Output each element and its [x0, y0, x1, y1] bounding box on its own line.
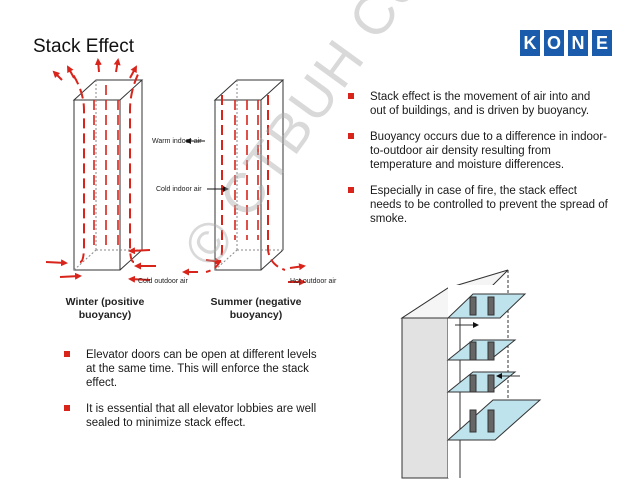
slide-title: Stack Effect: [33, 36, 135, 57]
winter-caption: Winter (positive buoyancy): [65, 296, 145, 321]
logo-letter-k: K: [520, 30, 540, 56]
cold-indoor-label: Cold indoor air: [156, 186, 202, 193]
logo-letter-e: E: [592, 30, 612, 56]
winter-building: [72, 79, 144, 271]
bullet-text: Buoyancy occurs due to a difference in i…: [370, 131, 607, 171]
summer-caption: Summer (negative buoyancy): [210, 296, 302, 321]
winter-airflow: [45, 58, 156, 283]
bullet-text: Elevator doors can be open at different …: [86, 349, 317, 389]
bullet-square-icon: [64, 351, 70, 357]
bullet-text: It is essential that all elevator lobbie…: [86, 403, 317, 429]
summer-airflow: [182, 95, 306, 286]
bullet-square-icon: [64, 405, 70, 411]
bullet-square-icon: [348, 93, 354, 99]
balcony-building-sketch: [400, 269, 542, 479]
hot-outdoor-label: Hot outdoor air: [290, 278, 337, 285]
right-bullet-item: Buoyancy occurs due to a difference in i…: [346, 130, 608, 172]
right-bullet-list: Stack effect is the movement of air into…: [346, 90, 608, 238]
bullet-text: Stack effect is the movement of air into…: [370, 91, 591, 117]
right-bullet-item: Stack effect is the movement of air into…: [346, 90, 608, 118]
warm-indoor-label: Warm indoor air: [152, 138, 202, 145]
left-bullet-item: It is essential that all elevator lobbie…: [62, 402, 320, 430]
left-bullet-list: Elevator doors can be open at different …: [62, 348, 320, 442]
logo-letter-n: N: [568, 30, 588, 56]
cold-outdoor-label: Cold outdoor air: [138, 278, 188, 285]
bullet-square-icon: [348, 187, 354, 193]
bullet-text: Especially in case of fire, the stack ef…: [370, 185, 608, 225]
left-bullet-item: Elevator doors can be open at different …: [62, 348, 320, 390]
summer-building: [213, 79, 285, 271]
right-bullet-item: Especially in case of fire, the stack ef…: [346, 184, 608, 226]
logo-letter-o: O: [544, 30, 564, 56]
kone-logo: K O N E: [520, 30, 612, 56]
bullet-square-icon: [348, 133, 354, 139]
